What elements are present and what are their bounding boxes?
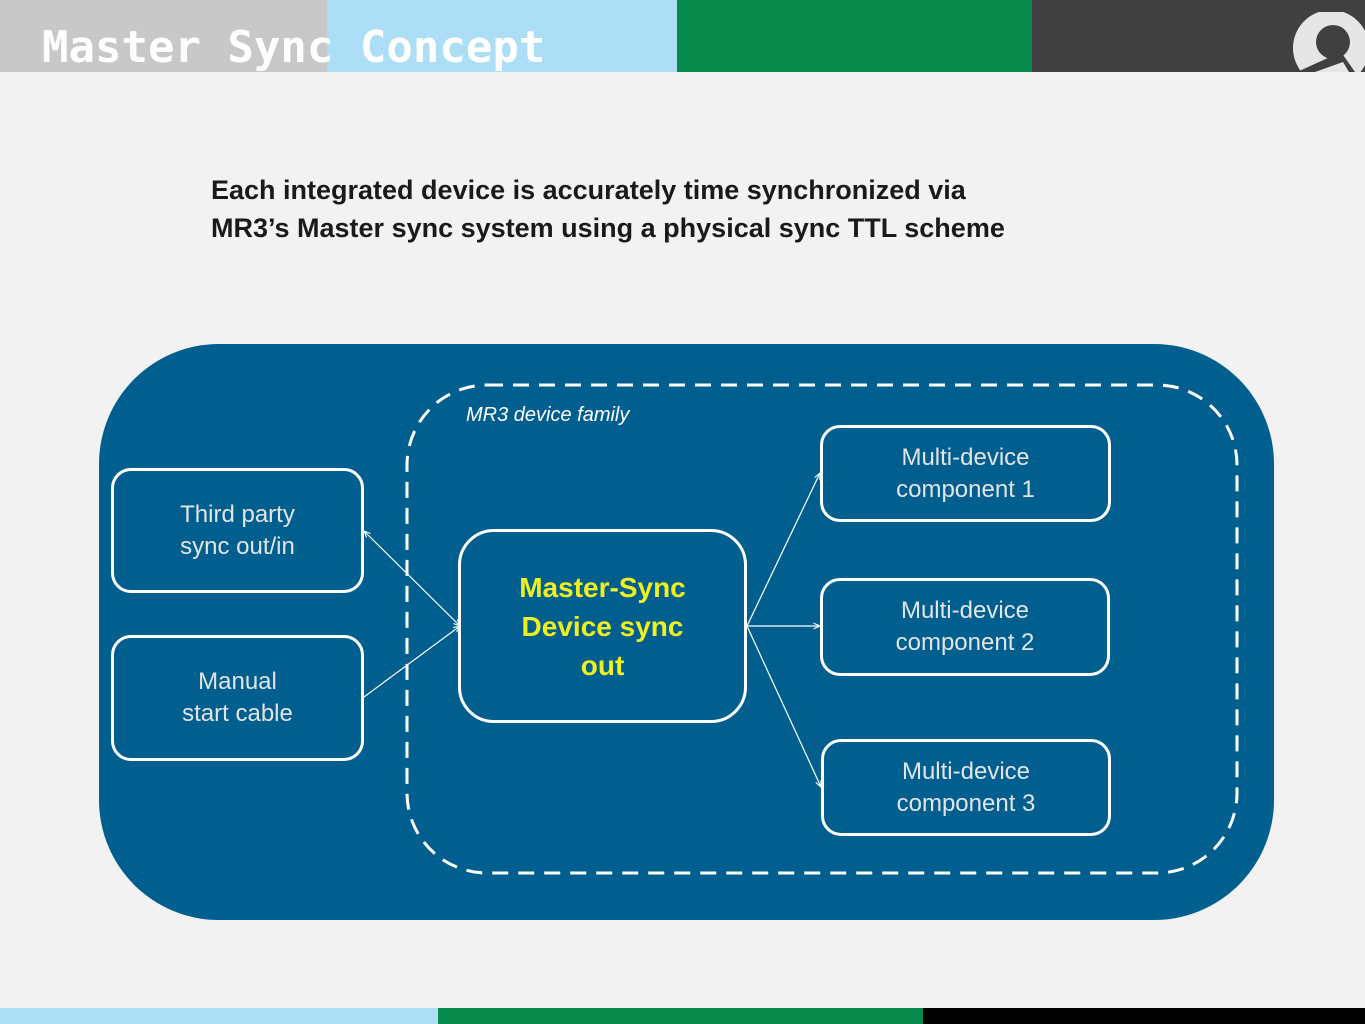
edge-manual-master [363, 626, 460, 698]
subtitle-line-2: MR3’s Master sync system using a physica… [211, 213, 1005, 243]
edge-master-third-party [364, 531, 460, 626]
diagram-panel [99, 344, 1274, 920]
multi-device-component-1-node: Multi-device component 1 [820, 425, 1111, 522]
node-label-line: Device sync [521, 610, 684, 642]
node-label-line: Master-Sync [519, 571, 686, 603]
footer-band-light-blue [0, 1008, 438, 1024]
node-label-line: sync out/in [180, 532, 295, 560]
company-logo-icon [1293, 12, 1365, 72]
node-label-line: Multi-device [901, 443, 1030, 471]
manual-start-cable-node: Manual start cable [111, 635, 364, 761]
header-band-green [677, 0, 1032, 72]
mr3-device-family-label: MR3 device family [466, 404, 630, 426]
page-title: Master Sync Concept [42, 22, 546, 73]
slide-subtitle: Each integrated device is accurately tim… [211, 171, 1211, 247]
header-band-light-blue [327, 0, 677, 72]
node-label-line: component 3 [896, 789, 1036, 817]
multi-device-component-2-node: Multi-device component 2 [820, 578, 1110, 676]
node-label-line: Multi-device [900, 597, 1030, 624]
subtitle-line-1: Each integrated device is accurately tim… [211, 175, 966, 205]
edge-master-component-1 [746, 473, 820, 627]
node-label-line: component 2 [895, 629, 1035, 656]
header-band-gray [0, 0, 327, 72]
node-label-line: Multi-device [901, 757, 1031, 785]
third-party-sync-node: Third party sync out/in [111, 468, 364, 593]
node-label-line: out [580, 649, 625, 681]
node-label-line: start cable [182, 700, 293, 727]
footer-band-black [923, 1008, 1365, 1024]
edge-master-component-3 [746, 625, 821, 787]
master-sync-node: Master-Sync Device sync out [458, 529, 747, 723]
node-label-line: Third party [180, 500, 295, 528]
footer-band-green [438, 1008, 923, 1024]
multi-device-component-3-node: Multi-device component 3 [821, 739, 1111, 836]
node-label-line: component 1 [896, 475, 1035, 503]
node-label-line: Manual [198, 668, 277, 695]
